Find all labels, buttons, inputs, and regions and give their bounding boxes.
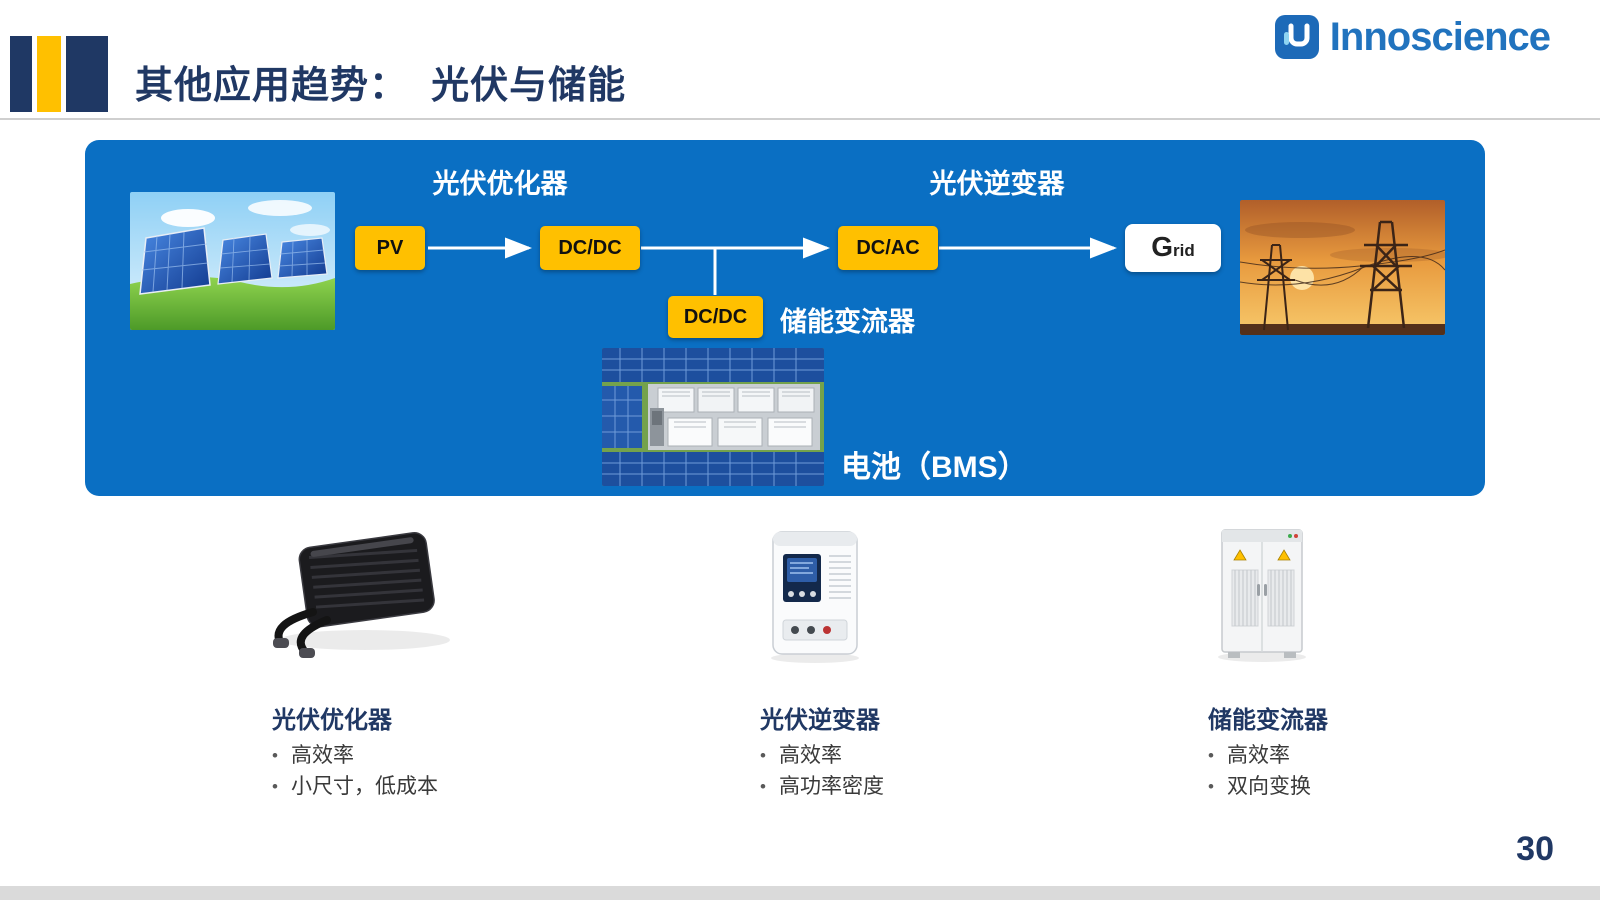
node-pv: PV [355, 226, 425, 270]
node-dcac: DC/AC [838, 226, 938, 270]
decorative-bars [10, 36, 108, 112]
bullet-item: 高效率 [272, 740, 438, 771]
deco-stripe-navy [10, 36, 32, 112]
solar-panels-image [130, 192, 335, 330]
innoscience-logo-icon [1274, 15, 1319, 59]
flow-diagram-panel: 光伏优化器 光伏逆变器 储能变流器 电池（BMS） PV DC/DC DC/AC… [85, 140, 1485, 496]
pv-inverter-product-image [763, 528, 867, 666]
grid-label-rest: rid [1173, 241, 1195, 260]
battery-bms-label: 电池（BMS） [841, 451, 1028, 484]
innoscience-logo-text: Innoscience [1329, 14, 1551, 59]
product-title-optimizer: 光伏优化器 [272, 707, 392, 734]
grid-label-initial: G [1151, 231, 1174, 262]
storage-converter-flow-label: 储能变流器 [780, 307, 915, 337]
bullet-item: 高效率 [760, 740, 884, 771]
bullet-text: 小尺寸，低成本 [290, 775, 438, 798]
deco-stripe-yellow [37, 36, 61, 112]
page-number: 30 [1516, 830, 1554, 868]
inverter-flow-label: 光伏逆变器 [929, 169, 1065, 199]
company-logo: Innoscience [1274, 14, 1551, 60]
product-bullets-optimizer: 高效率 小尺寸，低成本 [272, 740, 438, 802]
product-title-storage: 储能变流器 [1208, 707, 1328, 734]
power-grid-image [1240, 200, 1445, 335]
bullet-text: 高效率 [290, 744, 354, 767]
bullet-text: 双向变换 [1226, 775, 1311, 798]
product-title-inverter: 光伏逆变器 [760, 707, 880, 734]
bullet-text: 高效率 [778, 744, 842, 767]
deco-stripe-navy-wide [66, 36, 108, 112]
node-dcdc-bottom: DC/DC [668, 296, 763, 338]
storage-converter-product-image [1210, 526, 1314, 664]
battery-storage-image [602, 348, 824, 486]
product-bullets-storage: 高效率 双向变换 [1208, 740, 1311, 802]
slide-title: 其他应用趋势： 光伏与储能 [135, 65, 627, 107]
bullet-item: 双向变换 [1208, 771, 1311, 802]
flow-connectors [428, 237, 1117, 295]
node-dcdc-top: DC/DC [540, 226, 640, 270]
optimizer-flow-label: 光伏优化器 [432, 169, 568, 199]
product-bullets-inverter: 高效率 高功率密度 [760, 740, 884, 802]
header-divider [0, 118, 1600, 120]
bullet-text: 高功率密度 [778, 775, 884, 798]
bullet-item: 高功率密度 [760, 771, 884, 802]
bullet-item: 小尺寸，低成本 [272, 771, 438, 802]
bottom-edge-strip [0, 886, 1600, 900]
bullet-text: 高效率 [1226, 744, 1290, 767]
pv-optimizer-product-image [255, 512, 465, 667]
bullet-item: 高效率 [1208, 740, 1311, 771]
